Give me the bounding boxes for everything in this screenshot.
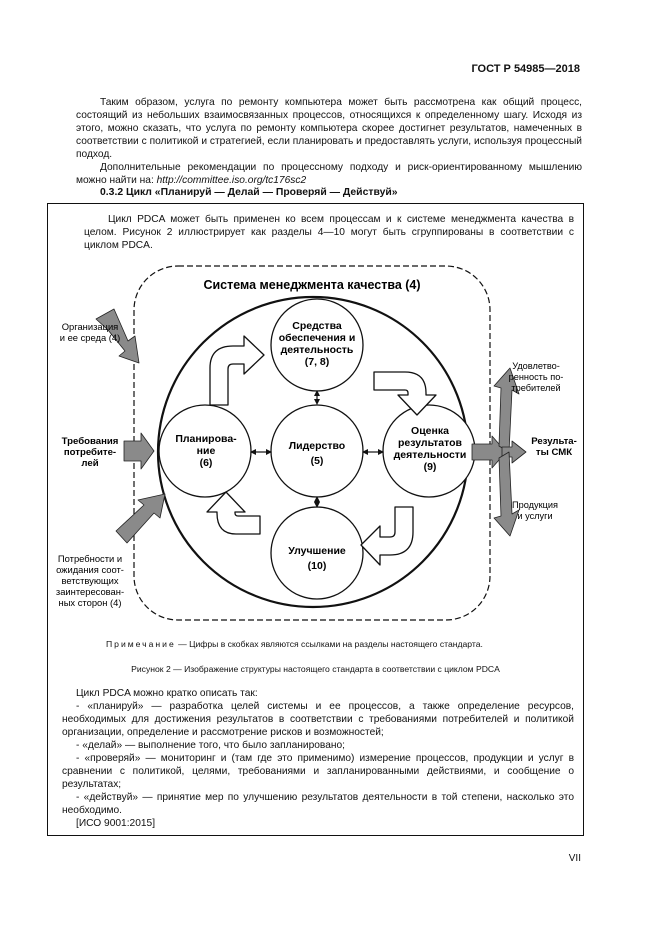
output-results-1: Результа-	[531, 436, 577, 447]
standard-number: ГОСТ Р 54985—2018	[471, 63, 580, 75]
support-label-2: обеспечения и	[279, 332, 356, 344]
input-needs-5: ных сторон (4)	[59, 597, 122, 608]
note-label: Примечание	[106, 639, 176, 649]
pdca-item-do: - «делай» — выполнение того, что было за…	[76, 740, 346, 751]
intro-paragraph-1: Таким образом, услуга по ремонту компьют…	[76, 97, 582, 160]
input-arrow-organization	[95, 308, 140, 364]
input-organization-2: и ее среда (4)	[60, 332, 121, 343]
intro-text: Таким образом, услуга по ремонту компьют…	[76, 96, 582, 187]
improvement-label-2: (10)	[308, 560, 327, 572]
output-arrow-satisfaction	[493, 367, 520, 453]
pdca-item-check: - «проверяй» — мониторинг и (там где это…	[62, 753, 574, 790]
figure-frame	[47, 203, 584, 836]
output-products-1: Продукция	[512, 500, 558, 510]
output-products-2: и услуги	[517, 511, 552, 521]
pdca-item-act: - «действуй» — принятие мер по улучшению…	[62, 792, 574, 816]
pdca-reference: [ИСО 9001:2015]	[76, 818, 156, 829]
pdca-description: Цикл PDCA можно кратко описать так: - «п…	[62, 687, 574, 830]
planning-label-2: ние	[197, 445, 216, 457]
input-requirements-2: потребите-	[64, 447, 116, 458]
input-requirements-1: Требования	[62, 436, 119, 447]
input-needs-3: ветствующих	[61, 575, 118, 586]
support-label-4: (7, 8)	[305, 356, 330, 368]
cycle-arrow-bottom-left	[206, 491, 261, 535]
figure-note: Примечание — Цифры в скобках являются сс…	[106, 639, 483, 649]
input-arrow-needs	[115, 493, 166, 544]
cycle-arrow-bottom-right	[360, 506, 414, 566]
planning-label-1: Планирова-	[175, 433, 237, 445]
output-satisfaction-3: требителей	[511, 383, 560, 393]
input-needs-4: заинтересован-	[56, 586, 124, 597]
cycle-arrow-top-left	[209, 335, 265, 406]
evaluation-label-2: результатов	[398, 437, 463, 449]
page-number: VII	[568, 853, 581, 864]
support-label-1: Средства	[292, 320, 342, 332]
evaluation-label-4: (9)	[424, 461, 437, 473]
section-heading: 0.3.2 Цикл «Планируй — Делай — Проверяй …	[100, 187, 398, 198]
improvement-label-1: Улучшение	[288, 545, 346, 557]
note-text: — Цифры в скобках являются ссылками на р…	[175, 639, 483, 649]
output-satisfaction-1: Удовлетво-	[512, 361, 560, 371]
input-arrow-requirements	[123, 432, 155, 470]
evaluation-label-3: деятельности	[394, 449, 467, 461]
system-boundary	[133, 265, 491, 621]
committee-link[interactable]: http://committee.iso.org/tc176sc2	[156, 175, 307, 186]
output-results-2: ты СМК	[536, 447, 572, 458]
cycle-arrow-top-right	[373, 371, 437, 416]
output-satisfaction-2: ренность по-	[509, 372, 564, 382]
figure-caption: Рисунок 2 — Изображение структуры настоя…	[131, 664, 500, 674]
pdca-intro: Цикл PDCA можно кратко описать так:	[76, 688, 258, 699]
evaluation-label-1: Оценка	[411, 425, 449, 437]
input-needs-2: ожидания соот-	[56, 564, 124, 575]
frame-intro: Цикл PDCA может быть применен ко всем пр…	[84, 214, 574, 251]
pdca-diagram: Система менеджмента качества (4) Средств…	[56, 265, 577, 621]
output-arrow-products	[493, 451, 520, 537]
support-label-3: деятельность	[281, 344, 354, 356]
intro-paragraph-2: Дополнительные рекомендации по процессно…	[76, 162, 582, 186]
planning-label-3: (6)	[200, 457, 213, 469]
pdca-item-plan: - «планируй» — разработка целей системы …	[62, 701, 574, 738]
system-title: Система менеджмента качества (4)	[203, 278, 420, 292]
leadership-label-1: Лидерство	[289, 440, 345, 452]
input-requirements-3: лей	[81, 458, 98, 469]
input-organization-1: Организация	[62, 321, 119, 332]
input-needs-1: Потребности и	[58, 553, 122, 564]
leadership-label-2: (5)	[311, 455, 324, 467]
